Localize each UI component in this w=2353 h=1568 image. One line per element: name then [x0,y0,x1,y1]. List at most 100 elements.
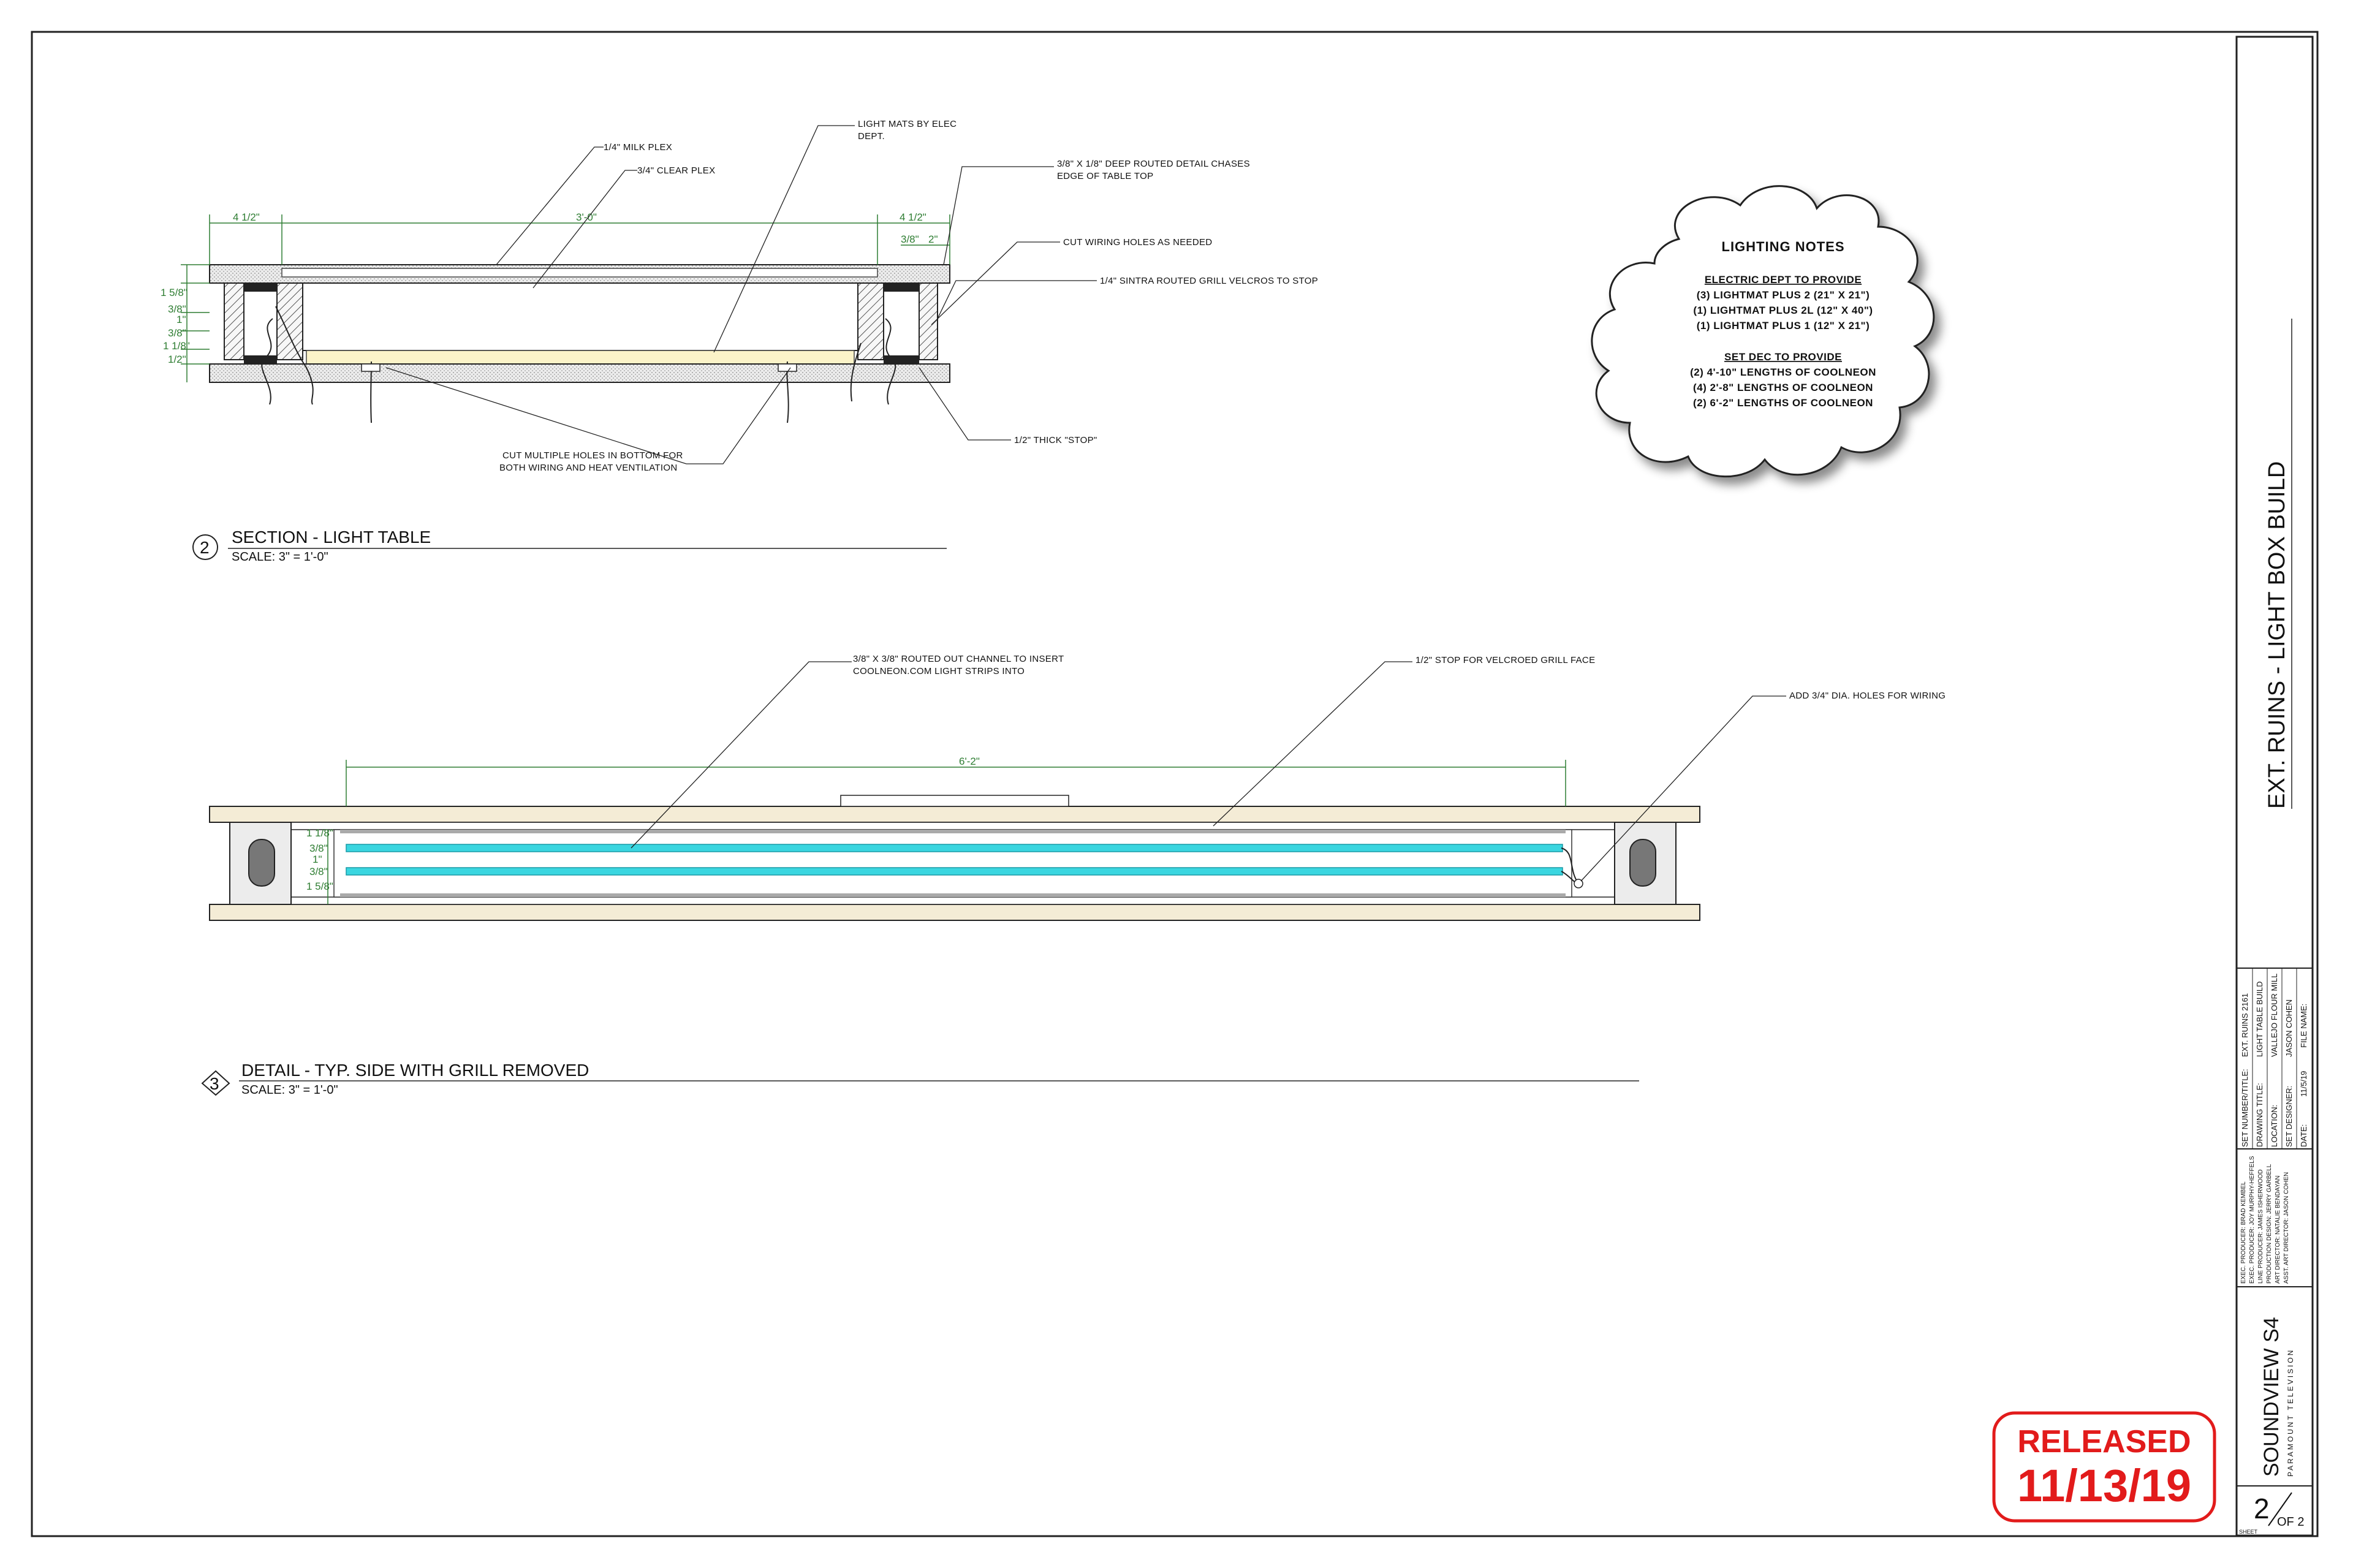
lighting-notes-cloud: LIGHTING NOTES ELECTRIC DEPT TO PROVIDE … [1591,185,1935,477]
sheet-label: SHEET [2239,1529,2258,1535]
dim-right-a: 3/8" [901,233,919,245]
callout-cut-wiring: CUT WIRING HOLES AS NEEDED [1063,237,1212,248]
view-title: SECTION - LIGHT TABLE [232,528,431,547]
callout-routed-detail-2: EDGE OF TABLE TOP [1057,171,1153,181]
sheet-of: OF 2 [2277,1515,2304,1529]
set-row-value: EXT. RUINS 2161 [2240,993,2249,1057]
view-scale: SCALE: 3" = 1'-0" [241,1083,338,1097]
lighting-notes-heading: LIGHTING NOTES [1722,239,1845,254]
stop-band-top [340,830,1566,833]
date-row-label: DATE: [2299,1124,2308,1147]
set-dec-item: (4) 2'-8" LENGTHS OF COOLNEON [1693,382,1873,393]
released-stamp: RELEASED 11/13/19 [1992,1411,2216,1523]
credit-line: PRODUCTION DESIGN: JERRY GARBELL [2266,1164,2273,1284]
drawing-title: EXT. RUINS - LIGHT BOX BUILD [2264,461,2290,809]
view-number-circle [192,534,218,560]
view-title: DETAIL - TYP. SIDE WITH GRILL REMOVED [241,1061,589,1080]
bottom-panel [209,363,950,383]
top-rail [290,822,1615,830]
callout-channel-2: COOLNEON.COM LIGHT STRIPS INTO [853,666,1025,676]
designer-row-label: SET DESIGNER: [2284,1086,2294,1147]
wire [261,318,273,405]
light-mat [306,350,855,365]
left-frame [224,282,244,360]
dim-v5: 1 1/8" [163,340,190,352]
electric-item: (1) LIGHTMAT PLUS 1 (12" X 21") [1697,320,1870,331]
inner-cavity [302,282,858,351]
callout-holes: ADD 3/4" DIA. HOLES FOR WIRING [1789,691,1946,701]
dim-span: 3'-0" [576,211,597,223]
bottom-cap [209,904,1700,921]
callout-sintra-grill: 1/4" SINTRA ROUTED GRILL VELCROS TO STOP [1100,276,1318,286]
stop-band-bottom [340,893,1566,897]
dim-length: 6'-2" [959,756,980,767]
right-rail [857,282,884,360]
credit-line: ASST. ART DIRECTOR: JASON COHEN [2283,1172,2290,1284]
top-cap [209,806,1700,823]
bottom-rail [290,896,1615,905]
dim-right-b: 2" [928,233,938,245]
view-number-triangle [201,1070,230,1096]
sheet-number: 2 [2254,1493,2270,1524]
electric-dept-heading: ELECTRIC DEPT TO PROVIDE [1705,274,1862,286]
set-dec-heading: SET DEC TO PROVIDE [1724,351,1842,363]
view-number: 2 [200,538,210,557]
dim-v5: 1 5/8" [306,881,333,892]
right-wiring-hole [1629,839,1656,887]
stamp-line1: RELEASED [2017,1424,2191,1460]
dim-v3: 1" [313,854,322,865]
detail-dimensions [327,760,1566,904]
set-dec-item: (2) 4'-10" LENGTHS OF COOLNEON [1690,366,1876,378]
show-name: SOUNDVIEW S4 [2260,1317,2283,1477]
dim-v6: 1/2" [168,354,186,365]
set-row-label: SET NUMBER/TITLE: [2240,1069,2249,1147]
section-dimensions [181,214,950,382]
credit-line: EXEC. PRODUCER: BRAD KEMBEL [2240,1181,2247,1284]
callout-routed-detail: 3/8" x 1/8" DEEP ROUTED DETAIL CHASES [1057,159,1250,169]
dim-right-width: 4 1/2" [900,211,926,223]
cloud-outline [1591,185,1935,477]
dim-v1: 1 5/8" [161,287,188,298]
vent-hole [361,363,381,372]
set-dec-item: (2) 6'-2" LENGTHS OF COOLNEON [1693,397,1873,409]
electric-item: (3) LIGHTMAT PLUS 2 (21" X 21") [1697,289,1870,301]
wire [275,306,314,405]
wiring-hole [1574,879,1583,888]
loc-row-value: VALLEJO FLOUR MILL [2270,974,2279,1057]
callout-milk-plex: 1/4" MILK PLEX [604,142,672,153]
detail-leaders [631,661,1786,882]
view-number: 3 [210,1074,219,1093]
stamp-line2: 11/13/19 [2017,1460,2191,1511]
neon-strip-lower [346,867,1563,876]
callout-cut-multiple-2: BOTH WIRING AND HEAT VENTILATION [499,463,677,473]
designer-row-value: JASON COHEN [2284,999,2294,1057]
date-row-value: 11/5/19 [2299,1071,2308,1097]
wire [1561,847,1578,883]
callout-thick-stop: 1/2" THICK "STOP" [1014,435,1097,445]
neon-strip-upper [346,844,1563,852]
left-stop-top [244,283,277,292]
dim-v3: 1" [176,314,186,325]
credit-line: LINE PRODUCER: JAMES ISHERWOOD [2257,1169,2264,1284]
callout-stop: 1/2" STOP FOR VELCROED GRILL FACE [1415,655,1595,665]
right-stop-top [884,283,919,292]
dim-v4: 3/8" [309,866,328,877]
view-scale: SCALE: 3" = 1'-0" [232,550,328,564]
title-row-value: LIGHT TABLE BUILD [2255,981,2264,1057]
dim-v2: 3/8" [168,303,186,315]
callout-clear-plex: 3/4" CLEAR PLEX [637,165,715,176]
stamp-border [1992,1411,2216,1523]
section-light-table: 4 1/2" 3'-0" 4 1/2" 3/8" 2" 1 5/8" 3/8" … [161,119,1318,564]
left-stop [244,355,277,364]
left-rail [276,282,303,360]
dim-left-width: 4 1/2" [233,211,260,223]
sheet-slash [2268,1492,2292,1526]
wire [885,318,896,405]
dim-v2: 3/8" [309,843,328,854]
studio-name: PARAMOUNT TELEVISION [2286,1349,2295,1477]
loc-row-label: LOCATION: [2270,1105,2279,1147]
right-stop [884,355,919,364]
title-block: EXT. RUINS - LIGHT BOX BUILD SET NUMBER/… [2235,36,2314,1537]
grill-stop [333,829,1572,898]
